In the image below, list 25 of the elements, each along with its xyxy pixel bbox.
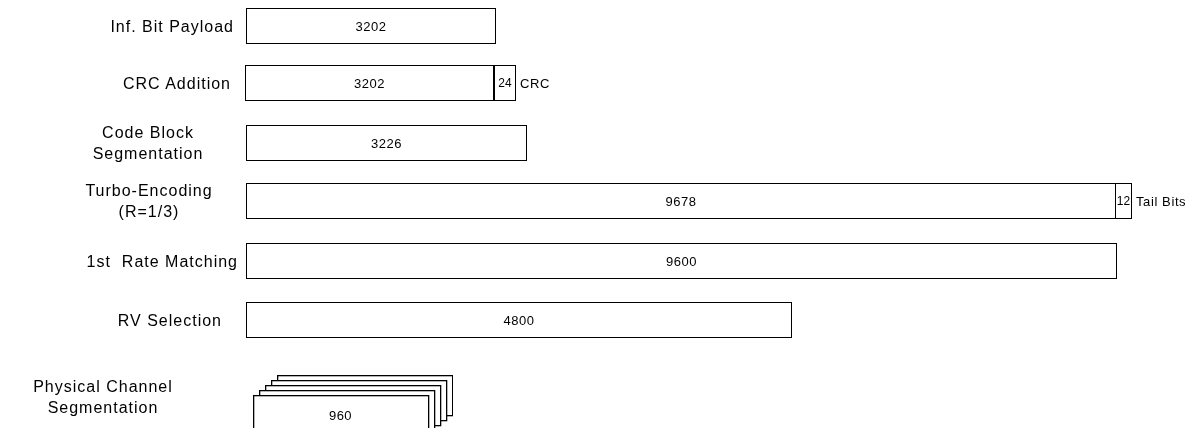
stage-label: Code Block Segmentation [91, 123, 205, 164]
data-block [246, 8, 496, 44]
bit-count: 9678 [665, 193, 697, 209]
block-annotation: Tail Bits [1136, 193, 1187, 209]
bit-count: 12 [1116, 194, 1131, 208]
stage-label: Turbo-Encoding (R=1/3) [84, 181, 214, 222]
stacked-data-blocks [253, 375, 453, 428]
data-block [245, 65, 494, 101]
stage-label: 1st Rate Matching [85, 251, 238, 272]
stage-label: Physical Channel Segmentation [32, 377, 174, 418]
bit-count: 960 [328, 408, 353, 423]
data-block [246, 243, 1117, 279]
stage-label: Inf. Bit Payload [109, 16, 234, 37]
data-block [246, 183, 1116, 219]
bit-count: 9600 [666, 253, 697, 269]
stage-label: CRC Addition [121, 73, 231, 94]
bit-count: 3202 [355, 18, 387, 34]
bit-count: 24 [498, 76, 512, 90]
data-block [246, 125, 527, 161]
bit-count: 3202 [354, 75, 385, 91]
stage-label: RV Selection [116, 310, 222, 331]
bit-count: 4800 [503, 312, 535, 328]
bit-count: 3226 [371, 135, 402, 151]
block-annotation: CRC [520, 75, 550, 91]
data-block [246, 302, 792, 338]
